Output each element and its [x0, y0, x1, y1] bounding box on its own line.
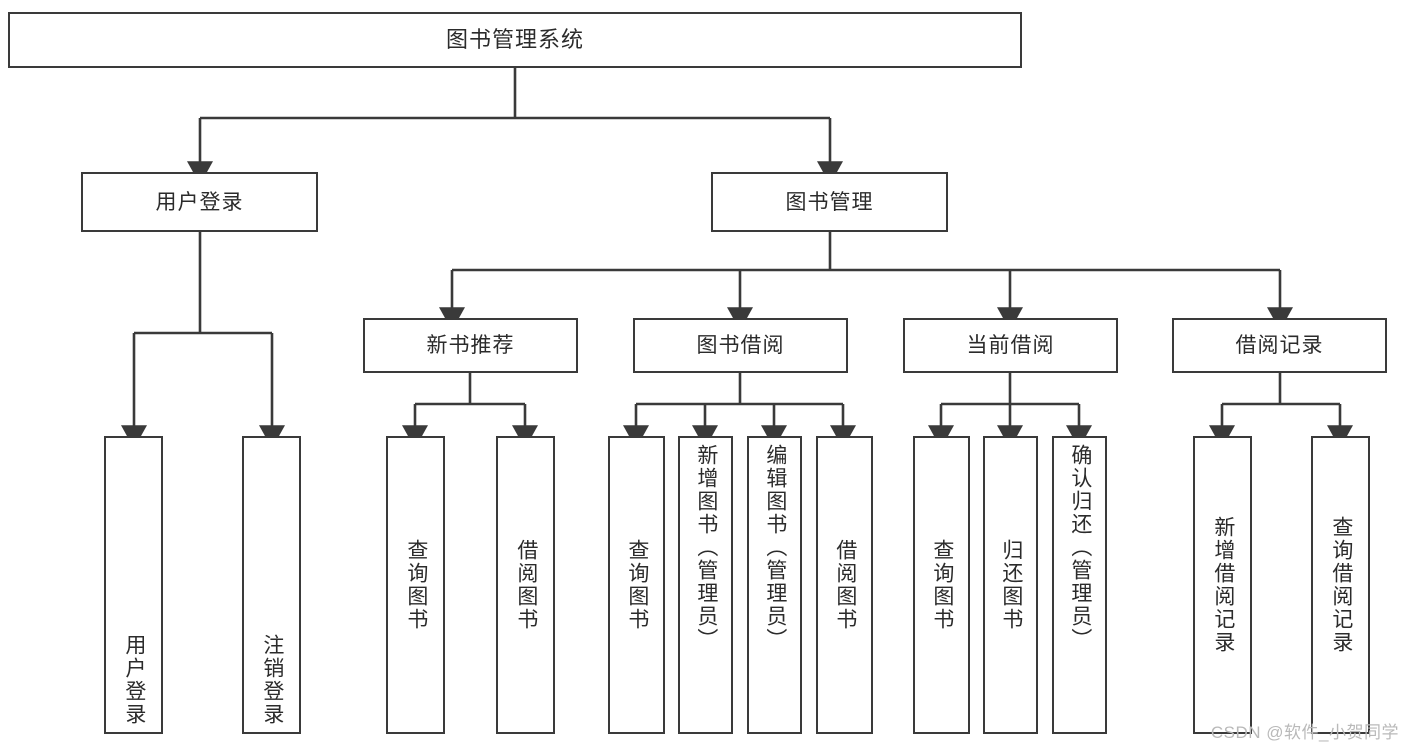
- leaf-new-book-borrow[interactable]: 借阅图书: [496, 436, 555, 734]
- node-user-login[interactable]: 用户登录: [81, 172, 318, 232]
- node-book-borrow[interactable]: 图书借阅: [633, 318, 848, 373]
- leaf-borrow-edit-book-admin[interactable]: 编辑图书（管理员）: [747, 436, 802, 734]
- node-borrow-record[interactable]: 借阅记录: [1172, 318, 1387, 373]
- leaf-current-query-book[interactable]: 查询图书: [913, 436, 970, 734]
- leaf-current-return-book[interactable]: 归还图书: [983, 436, 1038, 734]
- node-root-system[interactable]: 图书管理系统: [8, 12, 1022, 68]
- leaf-borrow-query-book[interactable]: 查询图书: [608, 436, 665, 734]
- leaf-current-confirm-return-admin[interactable]: 确认归还（管理员）: [1052, 436, 1107, 734]
- leaf-user-login-logout[interactable]: 注销登录: [242, 436, 301, 734]
- leaf-record-add-record[interactable]: 新增借阅记录: [1193, 436, 1252, 734]
- node-current-borrow[interactable]: 当前借阅: [903, 318, 1118, 373]
- leaf-new-book-query[interactable]: 查询图书: [386, 436, 445, 734]
- leaf-borrow-add-book-admin[interactable]: 新增图书（管理员）: [678, 436, 733, 734]
- node-book-manage[interactable]: 图书管理: [711, 172, 948, 232]
- leaf-record-query-record[interactable]: 查询借阅记录: [1311, 436, 1370, 734]
- leaf-user-login-login[interactable]: 用户登录: [104, 436, 163, 734]
- leaf-borrow-borrow-book[interactable]: 借阅图书: [816, 436, 873, 734]
- node-new-book-recommend[interactable]: 新书推荐: [363, 318, 578, 373]
- watermark-text: CSDN @软件_小贺同学: [1210, 723, 1399, 742]
